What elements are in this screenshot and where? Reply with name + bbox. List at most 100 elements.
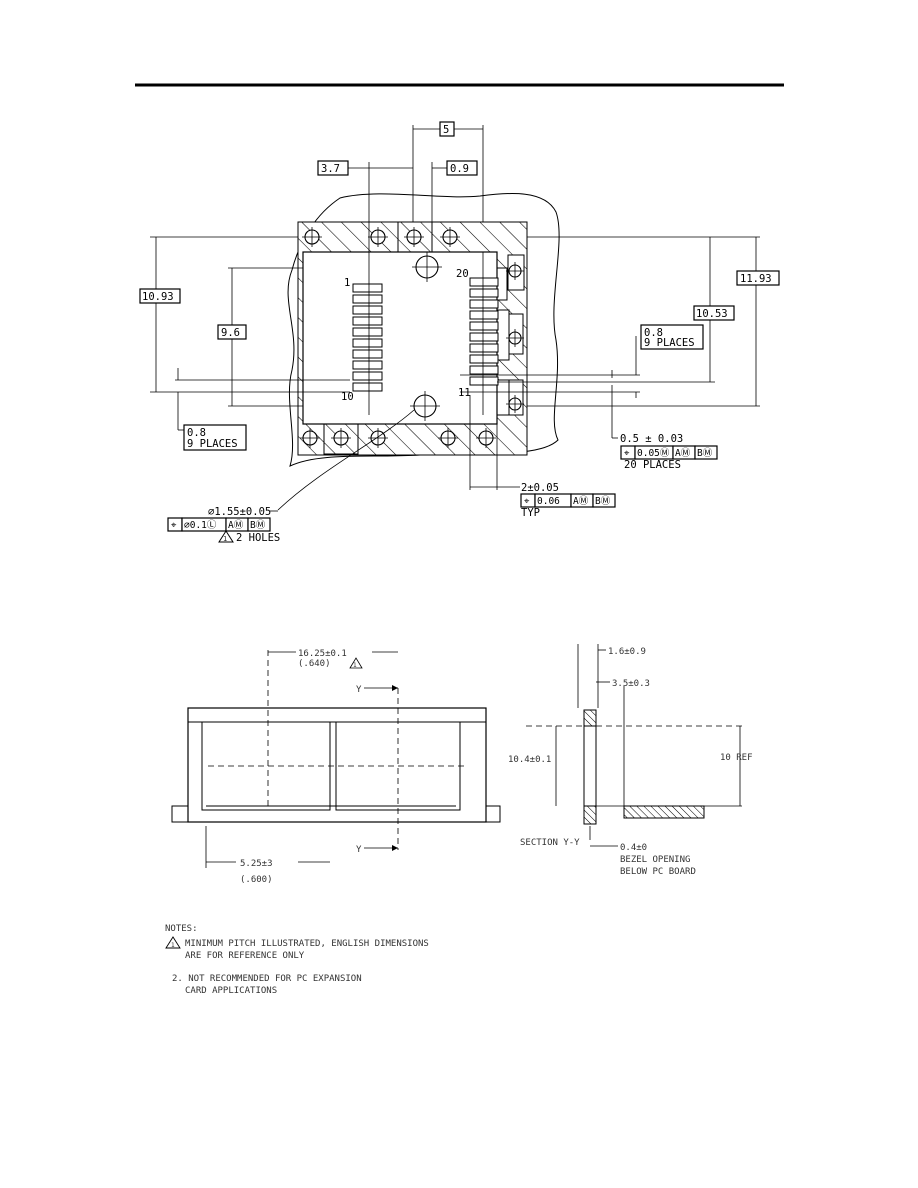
section-view: 1.6±0.9 3.5±0.3 10.4±0.1 10 REF SECTION … xyxy=(508,644,753,877)
dim-box-5 xyxy=(439,121,455,137)
pad xyxy=(469,277,499,287)
pad xyxy=(469,354,499,364)
front-dim-width-inch: (.640) xyxy=(298,659,331,669)
pin-label-10: 10 xyxy=(341,391,354,403)
front-note-marker: 1 xyxy=(353,662,357,669)
width-fcf-a: AⓂ xyxy=(573,496,589,507)
note1-flag-icon xyxy=(165,936,181,949)
pitch-fcf-symbol: ⌖ xyxy=(624,448,630,459)
left-places-box xyxy=(183,424,247,451)
pitch-fcf-b: BⓂ xyxy=(697,448,713,459)
width-fcf-tol: 0.06 xyxy=(537,496,560,507)
note2-line1: 2. NOT RECOMMENDED FOR PC EXPANSION xyxy=(172,974,362,984)
front-view: 16.25±0.1 (.640) 1 Y Y 5.25±3 (.600) xyxy=(171,649,501,885)
width-typ: TYP xyxy=(521,507,540,519)
note1-marker: 1 xyxy=(171,942,175,949)
note1-line1: MINIMUM PITCH ILLUSTRATED, ENGLISH DIMEN… xyxy=(185,939,429,949)
hole-fcf-a: AⓂ xyxy=(228,520,244,531)
pad xyxy=(352,338,383,348)
front-note-flag-icon xyxy=(349,657,363,669)
left-places-value: 0.8 xyxy=(187,427,206,439)
note1-line2: ARE FOR REFERENCE ONLY xyxy=(185,951,305,961)
dim-9-6: 9.6 xyxy=(221,327,240,339)
pin-label-20: 20 xyxy=(456,268,469,280)
section-pcb xyxy=(623,805,705,819)
dim-0-9: 0.9 xyxy=(450,163,469,175)
top-holes xyxy=(302,221,460,253)
hole-fcf-b: BⓂ xyxy=(250,520,266,531)
hole-fcf-symbol: ⌖ xyxy=(171,520,177,531)
pin-label-1: 1 xyxy=(344,277,350,289)
section-dim-right: 10 REF xyxy=(720,753,753,763)
pad xyxy=(469,321,499,331)
dim-box-10-93 xyxy=(139,288,181,304)
section-label-bottom: Y xyxy=(356,845,362,855)
pitch-places: 20 PLACES xyxy=(624,459,681,471)
bottom-holes xyxy=(300,423,496,455)
section-bezel xyxy=(583,709,597,727)
section-bezel-lower xyxy=(583,805,597,825)
section-dim-left: 10.4±0.1 xyxy=(508,755,551,765)
left-places-count: 9 PLACES xyxy=(187,438,238,450)
dim-10-93: 10.93 xyxy=(142,291,174,303)
pad xyxy=(352,305,383,315)
dim-box-10-53 xyxy=(693,305,735,321)
width-fcf-symbol: ⌖ xyxy=(524,496,530,507)
dim-5: 5 xyxy=(443,124,449,136)
bezel-dim: 0.4±0 xyxy=(620,843,647,853)
dim-box-3-7 xyxy=(317,160,349,176)
pad xyxy=(352,349,383,359)
front-dim-bottom-inch: (.600) xyxy=(240,875,273,885)
dim-box-11-93 xyxy=(736,270,780,286)
hole-note-marker: 1 xyxy=(223,535,227,543)
section-label-top: Y xyxy=(356,685,362,695)
pad xyxy=(469,288,499,298)
pad xyxy=(352,371,383,381)
pad xyxy=(352,360,383,370)
pad xyxy=(352,316,383,326)
side-holes xyxy=(506,262,524,413)
section-dim-top: 1.6±0.9 xyxy=(608,647,646,657)
bezel-note-line1: BEZEL OPENING xyxy=(620,855,690,865)
pad xyxy=(352,327,383,337)
pad-row-right xyxy=(469,277,499,386)
width-dim: 2±0.05 xyxy=(521,482,559,494)
pad xyxy=(352,294,383,304)
pad xyxy=(469,343,499,353)
dim-10-53: 10.53 xyxy=(696,308,728,320)
top-view: 1 20 10 11 5 3.7 0.9 xyxy=(139,121,780,544)
pin-label-11: 11 xyxy=(458,387,471,399)
pitch-fcf-tol: 0.05Ⓜ xyxy=(637,448,670,459)
front-dim-bottom: 5.25±3 xyxy=(240,859,273,869)
dim-11-93: 11.93 xyxy=(740,273,772,285)
pad xyxy=(469,365,499,375)
dim-box-0-9 xyxy=(446,160,478,176)
notes-heading: NOTES: xyxy=(165,924,198,934)
pitch-dim: 0.5 ± 0.03 xyxy=(620,433,683,445)
pad xyxy=(469,310,499,320)
pad xyxy=(469,299,499,309)
notes-block: NOTES: 1 MINIMUM PITCH ILLUSTRATED, ENGL… xyxy=(165,924,429,996)
pad xyxy=(469,332,499,342)
width-fcf-b: BⓂ xyxy=(595,496,611,507)
right-places-count: 9 PLACES xyxy=(644,337,695,349)
section-dim-offset: 3.5±0.3 xyxy=(612,679,650,689)
hole-note: 2 HOLES xyxy=(236,532,280,544)
pad xyxy=(352,283,383,293)
front-body xyxy=(187,707,487,823)
pad-row-left xyxy=(352,283,383,392)
right-places-box xyxy=(640,324,704,350)
pad xyxy=(469,376,499,386)
hole-fcf-tol: ⌀0.1Ⓛ xyxy=(184,520,217,531)
front-dim-width: 16.25±0.1 xyxy=(298,649,347,659)
note2-line2: CARD APPLICATIONS xyxy=(185,986,277,996)
dim-box-9-6 xyxy=(217,324,247,340)
pad xyxy=(352,382,383,392)
note-flag-icon xyxy=(218,530,234,543)
pitch-fcf-a: AⓂ xyxy=(675,448,691,459)
hole-dim: ⌀1.55±0.05 xyxy=(208,506,271,518)
component-opening xyxy=(302,251,498,425)
right-places-value: 0.8 xyxy=(644,327,663,339)
section-title: SECTION Y-Y xyxy=(520,838,580,848)
